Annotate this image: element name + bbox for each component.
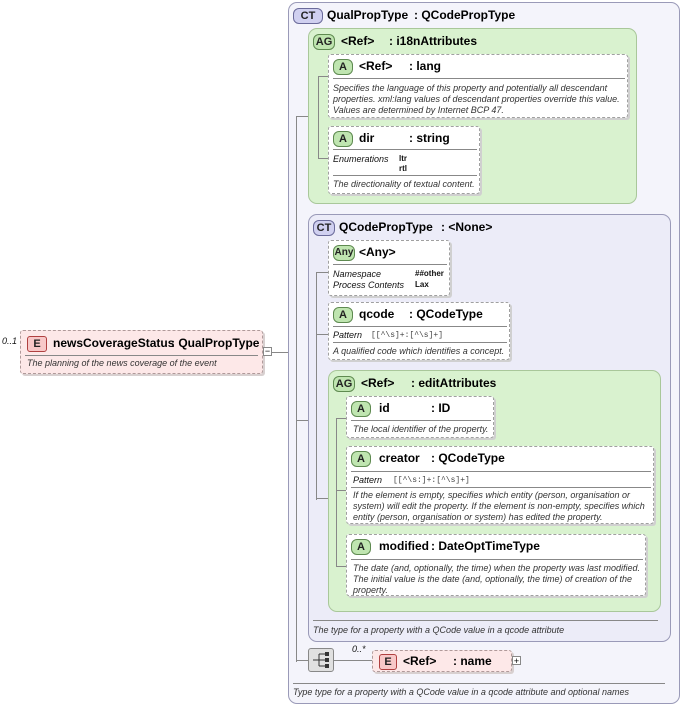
dir-enum-rtl: rtl (399, 164, 407, 173)
inner-ct-type: : <None> (441, 220, 493, 234)
id-description: The local identifier of the property. (353, 424, 489, 434)
ag-badge: AG (313, 34, 335, 50)
attribute-badge: A (351, 451, 371, 467)
root-element-type: : QualPropType (171, 336, 260, 350)
id-name: id (379, 401, 390, 415)
name-element[interactable]: E <Ref> : name (372, 650, 512, 672)
qcode-attribute[interactable]: A qcode : QCodeType Pattern [[^\s]+:[^\s… (328, 302, 510, 360)
i18n-name: : i18nAttributes (389, 34, 478, 48)
element-badge: E (27, 336, 47, 352)
any-badge: Any (333, 245, 355, 261)
modified-description: The date (and, optionally, the time) whe… (353, 563, 640, 595)
id-type: : ID (431, 401, 451, 415)
edit-name: : editAttributes (411, 376, 497, 390)
name-expand-toggle[interactable]: + (512, 656, 521, 666)
qcode-pattern-label: Pattern (333, 330, 363, 340)
any-attribute[interactable]: Any <Any> Namespace ##other Process Cont… (328, 240, 450, 296)
modified-attribute[interactable]: A modified : DateOptTimeType The date (a… (346, 534, 646, 596)
lang-name: : lang (409, 59, 441, 73)
dir-enum-label: Enumerations (333, 154, 389, 164)
process-contents-value: Lax (415, 280, 429, 289)
creator-name: creator (379, 451, 420, 465)
id-attribute[interactable]: A id : ID The local identifier of the pr… (346, 396, 494, 438)
modified-name: modified (379, 539, 429, 553)
root-collapse-toggle[interactable]: − (263, 346, 272, 356)
qcode-name: qcode (359, 307, 395, 321)
outer-ct-type: : QCodePropType (414, 8, 516, 22)
creator-description: If the element is empty, specifies which… (353, 490, 645, 522)
sequence-compositor[interactable] (308, 648, 334, 672)
any-name: <Any> (359, 245, 396, 259)
root-element-box[interactable]: E newsCoverageStatus : QualPropType The … (20, 330, 263, 374)
dir-attribute[interactable]: A dir : string Enumerations ltr rtl The … (328, 126, 480, 194)
attribute-badge: A (333, 131, 353, 147)
outer-ct-name: QualPropType (327, 8, 409, 22)
attribute-badge: A (333, 59, 353, 75)
name-ref: <Ref> (403, 654, 437, 668)
creator-type: : QCodeType (431, 451, 505, 465)
edit-ref: <Ref> (361, 376, 395, 390)
lang-description: Specifies the language of this property … (333, 83, 620, 115)
attribute-badge: A (351, 539, 371, 555)
creator-pattern-value: [[^\s:]+:[^\s]+] (393, 476, 470, 485)
creator-pattern-label: Pattern (353, 475, 383, 485)
creator-attribute[interactable]: A creator : QCodeType Pattern [[^\s:]+:[… (346, 446, 654, 524)
qcode-type: : QCodeType (409, 307, 483, 321)
qcode-pattern-value: [[^\s]+:[^\s]+] (371, 331, 444, 340)
i18n-ref: <Ref> (341, 34, 375, 48)
lang-attribute[interactable]: A <Ref> : lang Specifies the language of… (328, 54, 628, 118)
namespace-value: ##other (415, 269, 444, 278)
dir-description: The directionality of textual content. (333, 179, 475, 189)
namespace-label: Namespace (333, 269, 382, 279)
inner-ct-description: The type for a property with a QCode val… (313, 625, 565, 635)
process-contents-label: Process Contents (333, 280, 405, 290)
ct-badge: CT (313, 220, 335, 236)
ag-badge: AG (333, 376, 355, 392)
name-occurs: 0..* (352, 644, 366, 654)
root-element-name: newsCoverageStatus (53, 336, 175, 350)
root-occurs: 0..1 (2, 336, 18, 346)
attribute-badge: A (333, 307, 353, 323)
lang-ref: <Ref> (359, 59, 393, 73)
ct-badge: CT (293, 8, 323, 24)
dir-type: : string (409, 131, 450, 145)
attribute-badge: A (351, 401, 371, 417)
sequence-icon (313, 652, 329, 668)
name-name: : name (453, 654, 492, 668)
root-element-description: The planning of the news coverage of the… (27, 358, 217, 368)
inner-ct-name: QCodePropType (339, 220, 433, 234)
dir-name: dir (359, 131, 375, 145)
qcode-description: A qualified code which identifies a conc… (333, 346, 505, 356)
element-badge: E (379, 654, 397, 670)
modified-type: : DateOptTimeType (431, 539, 540, 553)
outer-ct-description: Type type for a property with a QCode va… (293, 687, 630, 697)
dir-enum-ltr: ltr (399, 154, 407, 163)
